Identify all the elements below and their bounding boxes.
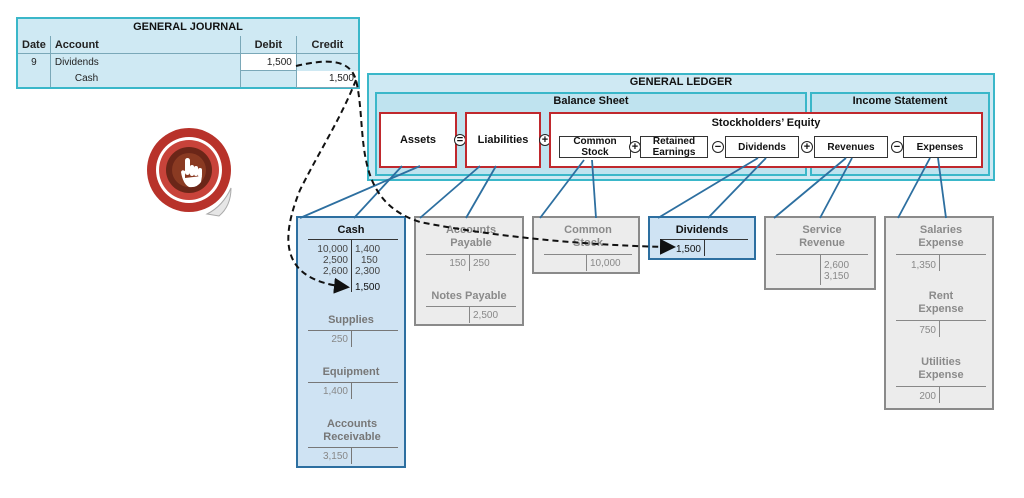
journal-cell-date: [18, 70, 51, 87]
plus-operator: +: [801, 141, 813, 153]
dividends-t-account: Dividends 1,500: [648, 216, 756, 260]
journal-cell-date: 9: [18, 53, 51, 71]
dividends-debit: 1,500: [675, 244, 701, 255]
expenses-t-account-column: Salaries Expense 1,350 Rent Expense 750 …: [884, 216, 994, 410]
account-name-service-revenue: Service Revenue: [799, 224, 845, 249]
journal-cell-debit: 1,500: [239, 53, 297, 71]
pointing-hand-icon[interactable]: [145, 126, 239, 220]
accounts-payable-debit: 150: [449, 258, 466, 269]
minus-operator: −: [891, 141, 903, 153]
journal-cell-debit: [239, 70, 297, 87]
journal-cell-credit: [295, 53, 358, 71]
journal-table: Date Account Debit Credit 9 Dividends 1,…: [18, 36, 358, 88]
journal-row: 9 Dividends 1,500: [18, 53, 358, 71]
notes-payable-credit: 2,500: [473, 310, 499, 321]
account-name-notes-payable: Notes Payable: [431, 290, 507, 302]
journal-header-row: Date Account Debit Credit: [18, 36, 358, 54]
journal-cell-credit: 1,500: [295, 70, 358, 88]
cash-t-account-column: Cash 10,000 2,500 2,600 1,400 150 2,300 …: [296, 216, 406, 468]
account-name-utilities-expense: Utilities Expense: [918, 356, 964, 381]
account-name-salaries-expense: Salaries Expense: [918, 224, 964, 249]
common-stock-credit: 10,000: [590, 258, 621, 269]
common-stock-t-account: Common Stock 10,000: [532, 216, 640, 274]
equipment-debit: 1,400: [322, 386, 348, 397]
rent-expense-debit: 750: [919, 325, 936, 336]
cash-debit: 2,500: [322, 255, 348, 266]
cash-credit: 150: [361, 255, 378, 266]
account-name-supplies: Supplies: [328, 314, 374, 326]
retained-earnings-box: Retained Earnings: [640, 136, 708, 158]
journal-header-debit: Debit: [239, 36, 297, 54]
assets-label: Assets: [399, 134, 437, 146]
stockholders-equity-box: Stockholders’ Equity Common Stock + Reta…: [549, 112, 983, 168]
liabilities-box: Liabilities: [465, 112, 541, 168]
account-name-rent-expense: Rent Expense: [918, 290, 964, 315]
general-ledger: GENERAL LEDGER Balance Sheet Income Stat…: [367, 73, 995, 181]
account-name-cash: Cash: [337, 224, 365, 236]
cash-credit: 2,300: [355, 266, 381, 277]
journal-title: GENERAL JOURNAL: [18, 19, 358, 37]
income-statement-title: Income Statement: [852, 95, 948, 107]
balance-sheet-title: Balance Sheet: [553, 95, 629, 107]
journal-cell-account: Dividends: [49, 53, 241, 71]
journal-cell-account: Cash: [49, 70, 241, 87]
stockholders-equity-title: Stockholders’ Equity: [711, 117, 821, 129]
ledger-title: GENERAL LEDGER: [629, 76, 733, 88]
minus-operator: −: [712, 141, 724, 153]
account-name-equipment: Equipment: [322, 366, 380, 378]
service-revenue-t-account: Service Revenue 2,600 3,150: [764, 216, 876, 290]
accounts-receivable-debit: 3,150: [322, 451, 348, 462]
general-journal: GENERAL JOURNAL Date Account Debit Credi…: [16, 17, 360, 89]
expenses-box: Expenses: [903, 136, 977, 158]
liabilities-label: Liabilities: [477, 134, 529, 146]
service-revenue-credit: 2,600: [824, 260, 850, 271]
liabilities-t-account-column: Accounts Payable 150 250 Notes Payable 2…: [414, 216, 524, 326]
cash-credit: 1,400: [355, 244, 381, 255]
accounts-payable-credit: 250: [473, 258, 490, 269]
supplies-debit: 250: [331, 334, 348, 345]
cash-debit: 2,600: [322, 266, 348, 277]
utilities-expense-debit: 200: [919, 391, 936, 402]
service-revenue-credit: 3,150: [824, 271, 850, 282]
cash-debit: 10,000: [317, 244, 348, 255]
common-stock-box: Common Stock: [559, 136, 631, 158]
salaries-expense-debit: 1,350: [910, 260, 936, 271]
account-name-accounts-receivable: Accounts Receivable: [323, 418, 381, 443]
account-name-accounts-payable: Accounts Payable: [445, 224, 497, 249]
account-name-common-stock: Common Stock: [564, 224, 612, 249]
journal-header-date: Date: [18, 36, 51, 54]
journal-row: Cash 1,500: [18, 70, 358, 88]
account-name-dividends: Dividends: [675, 224, 729, 236]
cash-credit-new: 1,500: [355, 282, 381, 293]
dividends-box: Dividends: [725, 136, 799, 158]
journal-header-credit: Credit: [295, 36, 358, 54]
assets-box: Assets: [379, 112, 457, 168]
revenues-box: Revenues: [814, 136, 888, 158]
journal-header-account: Account: [49, 36, 241, 54]
